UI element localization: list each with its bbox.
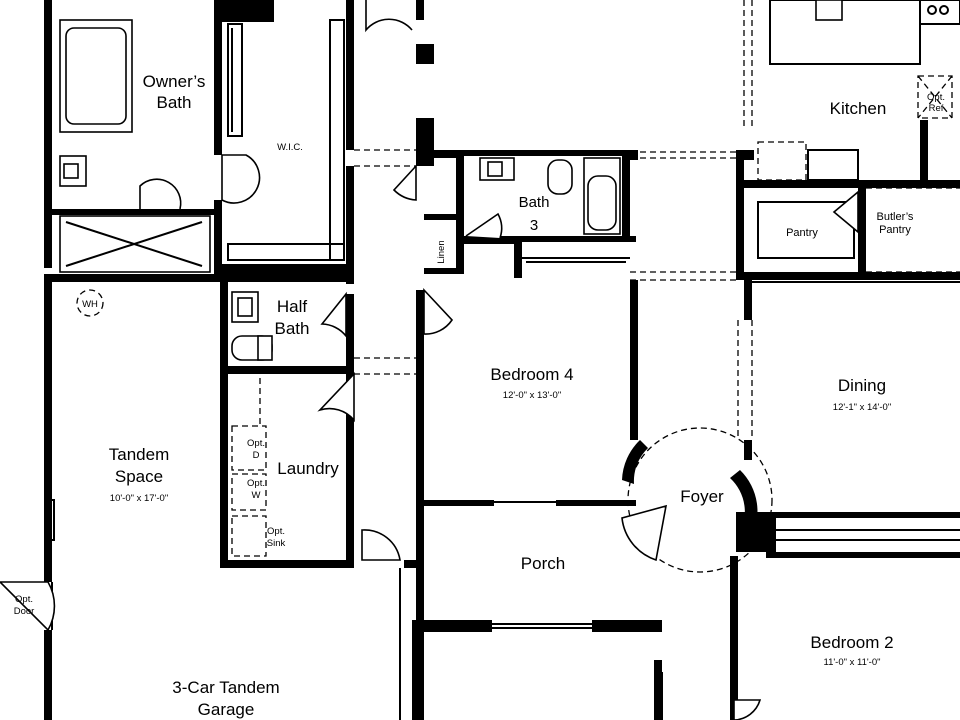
room-labels: Owner’s Bath W.I.C. Kitchen Opt. Ref Bat…	[14, 72, 945, 719]
doors	[0, 0, 859, 720]
bedroom2-dims: 11'-0" x 11'-0"	[823, 657, 880, 668]
garage-label-1: 3-Car Tandem	[172, 678, 279, 697]
partition-lines	[47, 0, 960, 720]
opt-sink-label-2: Sink	[267, 538, 286, 549]
bath3-label-2: 3	[530, 217, 538, 234]
opt-w-label-1: Opt.	[247, 478, 265, 489]
pantry-label: Pantry	[786, 227, 818, 239]
opt-d-label-1: Opt.	[247, 438, 265, 449]
tandem-label-1: Tandem	[109, 445, 169, 464]
half-bath-label-1: Half	[277, 297, 308, 316]
owners-bath-label-1: Owner’s	[143, 72, 206, 91]
laundry-label: Laundry	[277, 459, 339, 478]
tandem-label-2: Space	[115, 467, 163, 486]
opt-door-label-1: Opt.	[15, 594, 33, 605]
opt-ref-label-1: Opt.	[927, 92, 945, 103]
wic-label: W.I.C.	[277, 142, 303, 153]
half-bath-label-2: Bath	[275, 319, 310, 338]
walls	[44, 0, 960, 720]
bath3-label-1: Bath	[519, 194, 550, 211]
dining-label: Dining	[838, 376, 886, 395]
foyer-label: Foyer	[680, 487, 724, 506]
bedroom4-label: Bedroom 4	[490, 365, 573, 384]
bedroom4-dims: 12'-0" x 13'-0"	[503, 390, 561, 401]
butlers-pantry-label-2: Pantry	[879, 224, 911, 236]
owners-bath-label-2: Bath	[157, 93, 192, 112]
linen-label: Linen	[436, 240, 447, 263]
tandem-dims: 10'-0" x 17'-0"	[110, 493, 168, 504]
bedroom2-label: Bedroom 2	[810, 633, 893, 652]
opt-w-label-2: W	[252, 490, 261, 501]
wh-label: WH	[82, 299, 98, 310]
dining-dims: 12'-1" x 14'-0"	[833, 402, 891, 413]
opt-d-label-2: D	[253, 450, 260, 461]
porch-label: Porch	[521, 554, 565, 573]
water-heater-icon	[76, 289, 104, 317]
butlers-pantry-label-1: Butler’s	[877, 211, 914, 223]
opt-ref-label-2: Ref	[929, 103, 944, 114]
kitchen-label: Kitchen	[830, 99, 887, 118]
opt-door-label-2: Door	[14, 606, 35, 617]
garage-label-2: Garage	[198, 700, 255, 719]
opt-sink-label-1: Opt.	[267, 526, 285, 537]
